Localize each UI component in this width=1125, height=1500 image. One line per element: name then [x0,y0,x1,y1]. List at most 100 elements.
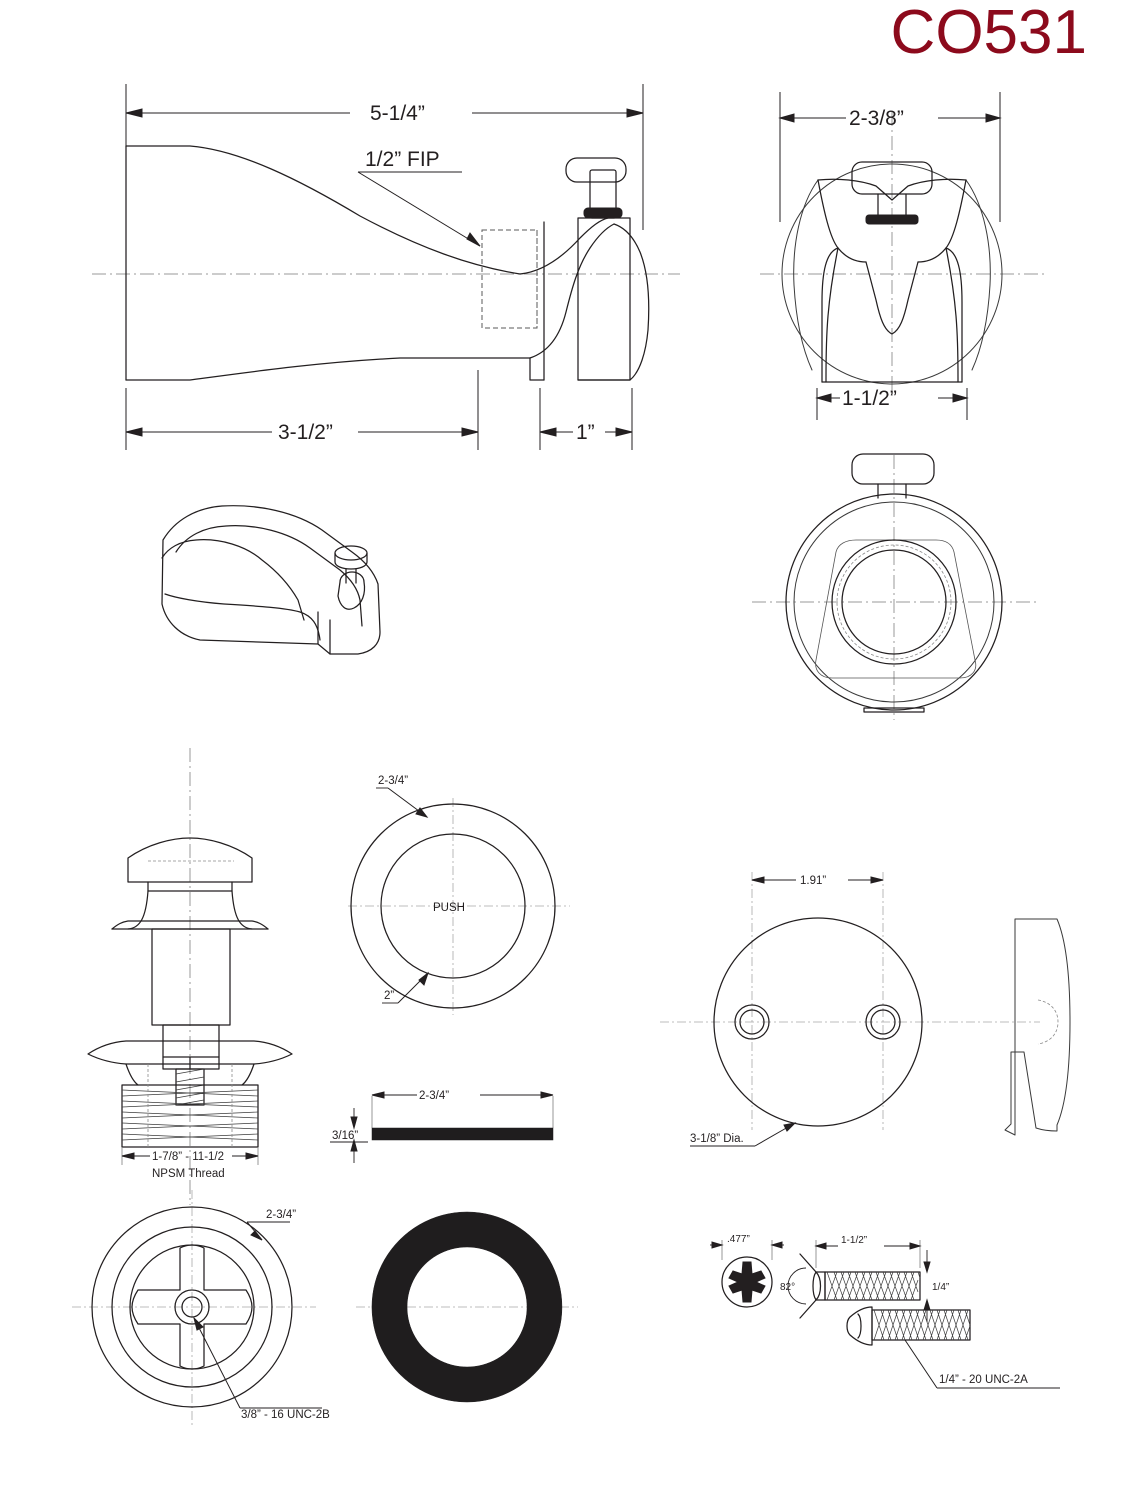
stopper-cap [127,837,253,883]
iso-knob-stem [345,568,357,584]
iso-lower-inner-edge [164,593,321,641]
view-overflow-plate-side [1004,918,1071,1136]
push-ring-inner [380,833,526,979]
arrow-left-front [778,113,795,123]
screw-threads-upper [826,1271,921,1301]
arrow-right-overall [626,108,644,118]
screw-head-angle-lines [799,1253,822,1319]
view-overflow-plate-plan: 1.91” 3-1/8” Dia. [660,872,1040,1147]
diverter-knob [565,157,627,183]
stopper-barrel-upper [151,928,231,1026]
strainer-cross-spokes [131,1244,253,1370]
screw-head-oval [846,1306,873,1346]
arrow-right-bodywidth [952,393,969,403]
arrow-left-npsm [121,1152,135,1160]
leader-arrow-strainer-dia [250,1230,263,1241]
stopper-barrel-lower [162,1024,220,1070]
view-drain-stopper-elevation: 1-7/8” - 11-1/2 NPSM Thread [87,748,293,1205]
view-spout-front-elevation: 2-3/8” [760,92,1045,420]
diverter-collar [583,207,623,219]
body-bottom-left [821,247,839,383]
label-strainer-thread: 3/8” - 16 UNC-2B [241,1409,330,1421]
plate-side-profile [1004,918,1071,1136]
view-gasket-section: 2-3/4” 3/16” [330,1090,554,1163]
arrow-right-length [909,1242,922,1250]
screw-head-oval-slot [857,1313,862,1339]
arrow-top-gasket-thk [350,1116,358,1130]
body-shoulder-right [917,179,967,263]
diverter-knob-top [851,453,935,485]
rubber-washer-ring [371,1211,563,1403]
body-shoulder-left [817,179,867,263]
leader-arrow-fip [466,232,481,247]
drain-body-threads [121,1089,259,1141]
leader-arrow-pushring-outer [415,807,429,818]
label-push: PUSH [433,902,465,914]
label-fip: 1/2” FIP [365,148,440,171]
spout-nose-step [529,357,545,381]
outlet-ring-hidden [836,544,952,660]
escutcheon-circle [781,163,1003,385]
overflow-plate-circle [713,917,923,1127]
arrow-right-plate [870,876,884,884]
view-spout-isometric [161,505,381,655]
iso-knob-side [334,552,368,570]
label-gasket-dia: 2-3/4” [419,1090,449,1102]
diverter-knob-front [851,161,933,195]
label-screw-shank-dia: 1/4” [932,1282,949,1293]
label-overall-length: 5-1/4” [370,102,425,125]
arrow-right-npsm [245,1152,259,1160]
gasket-bar [371,1127,554,1141]
arrow-right-front [985,113,1002,123]
outlet-ring-outer [831,539,957,665]
phillips-cross-icon [728,1261,766,1303]
arrow-right-gasket [540,1091,554,1099]
outlet-ring-inner [841,549,947,655]
diverter-collar-front [865,214,919,225]
view-screw-detail: .477” 1-1/2” 82° [710,1234,1060,1389]
label-screw-head-angle: 82° [780,1282,795,1293]
stopper-cap-neck [147,881,233,892]
arrow-left-plate [751,876,765,884]
label-strainer-dia: 2-3/4” [266,1209,296,1221]
strainer-outer-circle [91,1206,293,1408]
body-left-edge [825,247,839,383]
arrow-left-gasket [371,1091,385,1099]
arrow-bottom-gasket-thk [350,1138,358,1152]
drain-flange-fillet [125,1063,255,1086]
escutcheon-inner-circle-top [793,501,995,703]
arrow-right-nose [615,427,633,437]
screw-head-plan [721,1256,773,1308]
strainer-center-boss [174,1289,210,1325]
label-plate-diameter: 3-1/8” Dia. [690,1133,744,1145]
plate-hole-left-outer [734,1004,770,1040]
leader-screw-thread-spec [904,1339,938,1389]
strainer-center-hole [181,1296,203,1318]
arrow-bottom-shank [923,1298,931,1311]
arrow-top-shank [923,1261,931,1274]
arrow-right-base [461,427,479,437]
label-base-to-diverter: 3-1/2” [278,421,333,444]
iso-knob-boss [337,571,366,610]
iso-outer-body [161,505,381,655]
body-bottom-right [945,247,963,383]
angle-arc-82 [787,1267,807,1305]
leader-arrow-strainer-thread [193,1316,204,1331]
escutcheon-outer-circle-top [785,493,1003,711]
label-screw-thread-spec: 1/4” - 20 UNC-2A [939,1374,1028,1386]
view-spout-side-elevation: 1/2” FIP 5-1/4” 3-1/2” 1” [92,84,680,450]
plate-hole-right-inner [870,1009,896,1035]
label-push-ring-inner: 2” [384,990,394,1002]
stopper-post-threads [175,1068,205,1106]
push-ring-outer [350,803,556,1009]
body-left-flare [793,179,819,371]
body-right-edge [945,247,959,383]
screw-head-arc [812,1271,817,1301]
leader-arrow-plate-dia [783,1122,797,1132]
view-push-ring-plan: PUSH 2-3/4” 2” [348,775,570,1015]
label-nose-length: 1” [576,421,595,444]
label-gasket-thickness: 3/16” [332,1130,358,1142]
spout-neck-curve [529,223,615,359]
